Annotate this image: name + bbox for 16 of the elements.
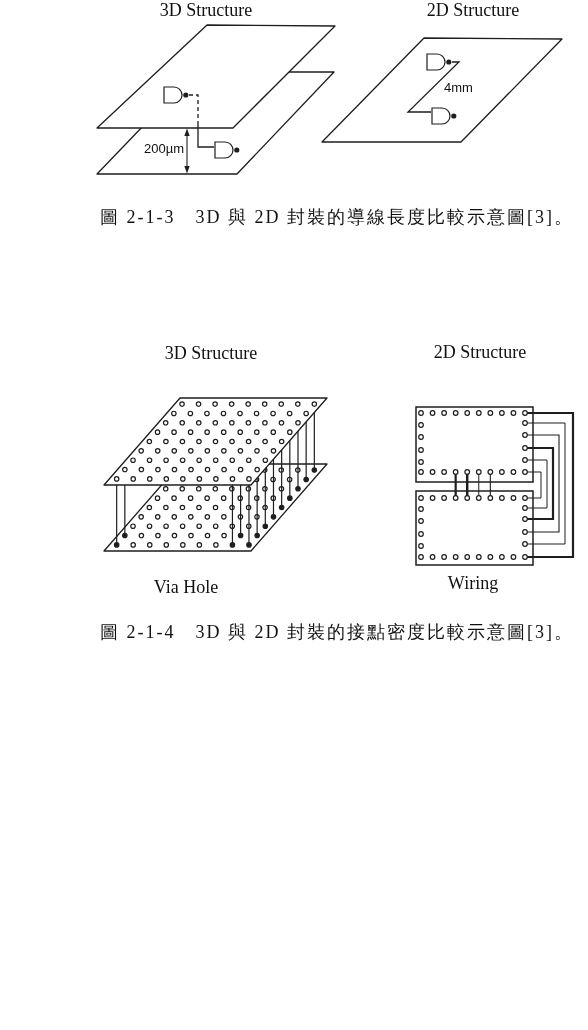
logic-gate bbox=[214, 141, 240, 159]
logic-gate bbox=[426, 53, 452, 71]
figure-caption: 圖 2-1-4 3D 與 2D 封裝的接點密度比較示意圖[3]。 bbox=[100, 623, 574, 641]
wire bbox=[188, 94, 215, 148]
figure-label: Via Hole bbox=[153, 578, 219, 596]
wire bbox=[406, 61, 461, 113]
figure-heading: 3D Structure bbox=[159, 1, 253, 19]
figure-label: Wiring bbox=[447, 574, 499, 592]
logic-gate bbox=[163, 86, 189, 104]
edge-label: 4mm bbox=[443, 81, 474, 94]
logic-gate bbox=[431, 107, 457, 125]
figure-heading: 2D Structure bbox=[433, 343, 527, 361]
figure-caption: 圖 2-1-3 3D 與 2D 封裝的導線長度比較示意圖[3]。 bbox=[100, 208, 574, 226]
figure-heading: 2D Structure bbox=[426, 1, 520, 19]
dimension-label: 200µm bbox=[144, 141, 184, 155]
figure-heading: 3D Structure bbox=[164, 344, 258, 362]
